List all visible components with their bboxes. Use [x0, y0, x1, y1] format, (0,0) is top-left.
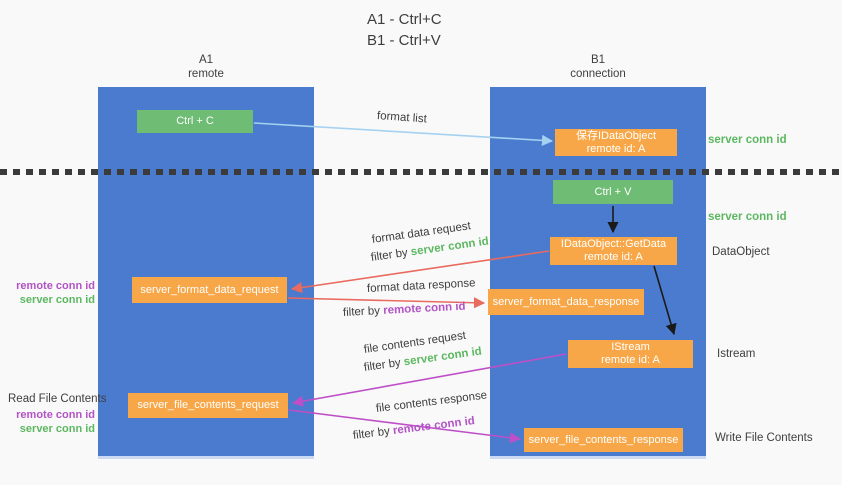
node-ctrl-c: Ctrl + C: [137, 110, 253, 133]
annotation-left-conn-ids-2: remote conn id server conn id: [0, 408, 95, 436]
label-file-contents-response: file contents response: [375, 389, 488, 415]
lane-b1-subtitle: connection: [570, 68, 626, 80]
node-server-format-data-request: server_format_data_request: [132, 277, 287, 303]
node-file-request-label: server_file_contents_request: [137, 399, 279, 411]
label-format-list: format list: [376, 110, 428, 126]
annotation-write-file-contents: Write File Contents: [715, 432, 813, 444]
lane-header-b1: B1 connection: [490, 53, 706, 81]
node-save-line2: remote id: A: [586, 142, 646, 155]
annotation-dataobject: DataObject: [712, 246, 770, 258]
node-ctrl-v-label: Ctrl + V: [594, 185, 632, 198]
annotation-left-conn-ids-1: remote conn id server conn id: [0, 279, 95, 307]
filter-by-text: filter by: [342, 304, 384, 319]
dotted-separator-line: [0, 169, 842, 175]
node-save-line1: 保存IDataObject: [575, 129, 657, 142]
node-server-file-contents-request: server_file_contents_request: [128, 393, 288, 418]
node-idataobject-getdata: IDataObject::GetData remote id: A: [550, 237, 677, 265]
node-istream-line2: remote id: A: [601, 354, 660, 366]
annotation-server-conn-id-2: server conn id: [19, 423, 95, 435]
annotation-server-conn-id-top: server conn id: [708, 134, 787, 146]
filter-by-text: filter by: [370, 246, 412, 264]
filter-by-text: filter by: [363, 356, 405, 374]
node-format-response-label: server_format_data_response: [492, 295, 640, 308]
title-line-2: B1 - Ctrl+V: [367, 32, 441, 49]
node-istream: IStream remote id: A: [568, 340, 693, 368]
node-server-format-data-response: server_format_data_response: [488, 289, 644, 315]
node-file-response-label: server_file_contents_response: [528, 433, 679, 446]
node-ctrl-c-label: Ctrl + C: [176, 115, 214, 127]
diagram-title: A1 - Ctrl+C B1 - Ctrl+V: [367, 9, 442, 51]
node-ctrl-v: Ctrl + V: [553, 180, 673, 204]
node-getdata-line1: IDataObject::GetData: [560, 238, 667, 250]
lane-header-a1: A1 remote: [98, 53, 314, 81]
label-filter-by-remote-conn-id-1: filter by remote conn id: [343, 301, 466, 319]
filter-remote-conn-id-text: remote conn id: [392, 415, 476, 438]
annotation-server-conn-id-1: server conn id: [19, 294, 95, 306]
node-istream-line1: IStream: [611, 341, 650, 353]
node-server-file-contents-response: server_file_contents_response: [524, 428, 683, 452]
lane-b1-name: B1: [590, 54, 606, 66]
label-filter-by-remote-conn-id-2: filter by remote conn id: [352, 415, 475, 442]
filter-remote-conn-id-text: remote conn id: [382, 300, 466, 317]
filter-server-conn-id-text: server conn id: [403, 345, 483, 369]
annotation-server-conn-id-mid: server conn id: [708, 211, 787, 223]
filter-by-text: filter by: [352, 425, 394, 442]
annotation-istream: Istream: [717, 348, 756, 360]
annotation-read-file-contents: Read File Contents: [8, 393, 107, 405]
title-line-1: A1 - Ctrl+C: [367, 11, 442, 28]
annotation-remote-conn-id-1: remote conn id: [16, 280, 95, 292]
annotation-remote-conn-id-2: remote conn id: [16, 409, 95, 421]
node-getdata-line2: remote id: A: [584, 251, 643, 263]
lane-a1-name: A1: [198, 54, 214, 66]
node-format-request-label: server_format_data_request: [140, 283, 279, 296]
label-format-data-response: format data response: [366, 277, 476, 295]
node-save-idataobject: 保存IDataObject remote id: A: [555, 129, 677, 156]
lane-a1-subtitle: remote: [188, 68, 224, 80]
